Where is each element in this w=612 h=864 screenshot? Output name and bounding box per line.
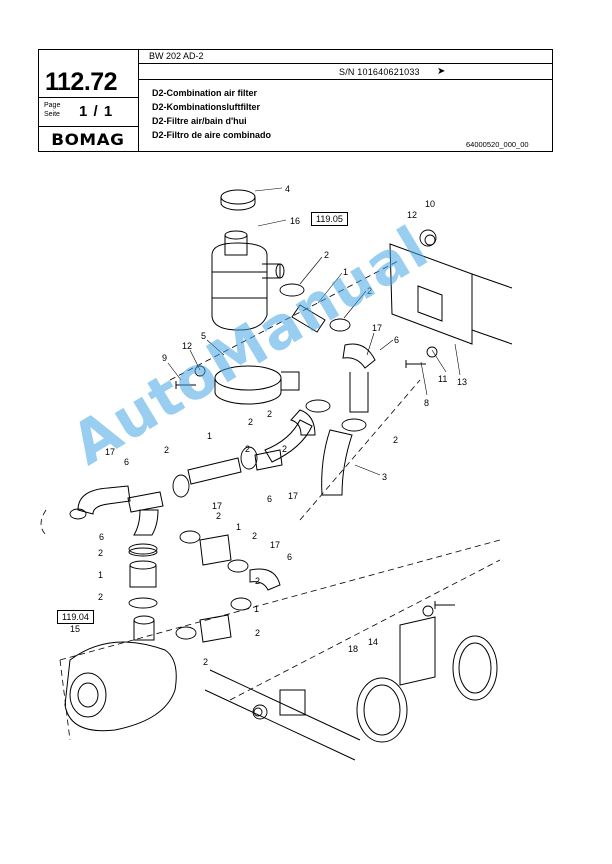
callout-label: 17 [288, 491, 298, 501]
model-name: BW 202 AD-2 [149, 51, 204, 61]
callout-label: 9 [162, 353, 167, 363]
divider [138, 79, 552, 80]
callout-label: 2 [282, 444, 287, 454]
callout-label: 2 [324, 250, 329, 260]
divider [138, 50, 139, 151]
callout-label: 1 [254, 604, 259, 614]
mounting-plate [389, 243, 473, 345]
page-label: Page Seite [44, 101, 60, 119]
page-label-de: Seite [44, 111, 60, 118]
pipe-part [187, 457, 242, 485]
callout-label: 2 [216, 511, 221, 521]
callout-label: 5 [201, 331, 206, 341]
callout-label: 2 [98, 548, 103, 558]
page-label-en: Page [44, 102, 61, 109]
callout-label: 6 [287, 552, 292, 562]
callout-label: 10 [425, 199, 435, 209]
callout-label: 17 [105, 447, 115, 457]
document-number: 64000520_000_00 [466, 140, 529, 149]
callout-label: 6 [99, 532, 104, 542]
callout-label: 2 [255, 628, 260, 638]
hose-part [291, 304, 326, 333]
bomag-logo: BOMAG [51, 130, 125, 149]
serial-number: S/N 101640621033 [339, 67, 420, 77]
title-de: D2-Kombinationsluftfilter [152, 102, 260, 112]
callout-label: 17 [372, 323, 382, 333]
title-fr: D2-Filtre air/bain d'hui [152, 116, 247, 126]
arrow-right-icon: ➤ [437, 66, 446, 77]
callout-label: 14 [368, 637, 378, 647]
callout-label: 4 [285, 184, 290, 194]
reference-box: 119.04 [57, 610, 94, 624]
title-en: D2-Combination air filter [152, 88, 258, 98]
callout-label: 8 [424, 398, 429, 408]
callout-label: 2 [255, 576, 260, 586]
callout-label: 13 [457, 377, 467, 387]
cap-part [220, 189, 256, 205]
callout-label: 1 [343, 267, 348, 277]
callout-label: 2 [245, 444, 250, 454]
page-number: 112.72 [45, 68, 118, 96]
callout-label: 2 [203, 657, 208, 667]
title-es: D2-Filtro de aire combinado [152, 130, 272, 140]
frame-rail [204, 669, 361, 761]
callout-label: 18 [348, 644, 358, 654]
callout-label: 2 [248, 417, 253, 427]
callout-label: 6 [394, 335, 399, 345]
callout-label: 2 [252, 531, 257, 541]
callout-label: 12 [182, 341, 192, 351]
title-block: BW 202 AD-2 S/N 101640621033 ➤ 112.72 Pa… [38, 49, 553, 152]
callout-label: 6 [124, 457, 129, 467]
callout-label: 15 [70, 624, 80, 634]
callout-label: 2 [98, 592, 103, 602]
reference-box: 119.05 [311, 212, 348, 226]
divider [39, 97, 138, 98]
callout-label: 17 [270, 540, 280, 550]
clamp-band [214, 365, 282, 391]
divider [138, 63, 552, 64]
air-filter-upper [211, 242, 268, 331]
callout-label: 11 [438, 374, 447, 384]
callout-label: 12 [407, 210, 417, 220]
callout-label: 2 [164, 445, 169, 455]
corrugated-hose [321, 429, 353, 496]
callout-label: 1 [236, 522, 241, 532]
callout-label: 2 [267, 409, 272, 419]
callout-label: 17 [212, 501, 222, 511]
callout-label: 1 [98, 570, 103, 580]
callout-label: 3 [382, 472, 387, 482]
cap-part [220, 197, 256, 211]
callout-label: 16 [290, 216, 300, 226]
callout-label: 2 [393, 435, 398, 445]
callout-label: 1 [207, 431, 212, 441]
divider [39, 126, 138, 127]
bracket-part [399, 616, 436, 686]
part-titles: D2-Combination air filter D2-Kombination… [152, 86, 271, 142]
callout-label: 2 [367, 286, 372, 296]
air-filter-lower [64, 641, 177, 732]
exploded-parts-drawing: 4 16 10 12 2 1 2 5 17 6 9 12 11 13 8 2 1… [40, 184, 513, 761]
callout-label: 6 [267, 494, 272, 504]
page-value: 1 / 1 [79, 103, 114, 120]
